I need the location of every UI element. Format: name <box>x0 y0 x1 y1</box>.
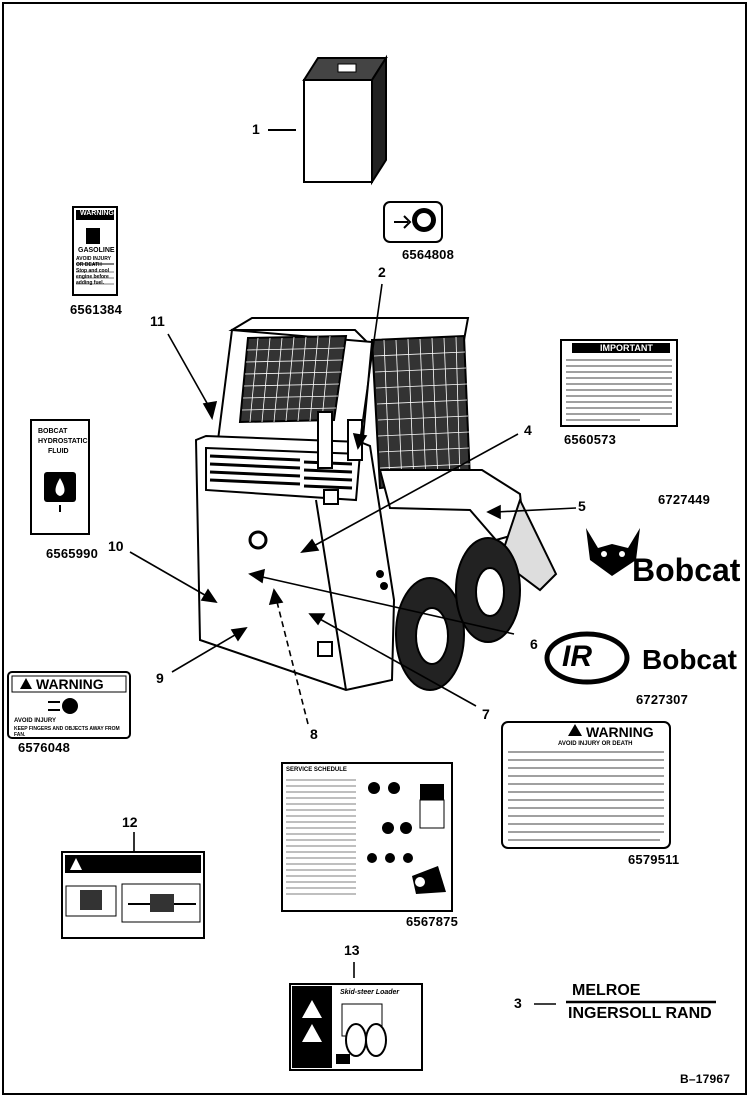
callout-3: 3 <box>514 995 522 1011</box>
important-head: IMPORTANT <box>600 343 653 353</box>
part-number-6727307: 6727307 <box>636 692 689 707</box>
decal-6576048 <box>7 671 131 739</box>
fan-warning-line2: KEEP FINGERS AND OBJECTS AWAY FROM FAN. <box>14 726 120 738</box>
callout-2: 2 <box>378 264 386 280</box>
gasoline-line1: AVOID INJURY OR DEATH <box>76 256 111 268</box>
leader-lines <box>129 283 577 1005</box>
ir-logo-mark: IR <box>562 640 592 673</box>
callout-4: 4 <box>524 422 532 438</box>
bobcat-wordmark-2: Bobcat <box>642 644 737 675</box>
callout-5: 5 <box>578 498 586 514</box>
part-number-6560573: 6560573 <box>564 432 617 447</box>
bobcat-head-logo <box>586 528 640 576</box>
part-number-6561384: 6561384 <box>70 302 123 317</box>
gasoline-title: GASOLINE <box>78 247 115 254</box>
fan-warning-head: WARNING <box>36 676 104 692</box>
part-number-6564808: 6564808 <box>402 247 455 262</box>
hydrostatic-line2: HYDROSTATIC <box>38 438 88 445</box>
fan-warning-line1: AVOID INJURY <box>14 718 57 724</box>
callout-8: 8 <box>310 726 318 742</box>
service-schedule-title: SERVICE SCHEDULE <box>286 767 347 773</box>
callout-7: 7 <box>482 706 490 722</box>
decal-6564808 <box>383 201 443 243</box>
gasoline-line2: Stop and cool engine before adding fuel. <box>76 268 110 286</box>
bobcat-wordmark-1: Bobcat <box>632 552 741 588</box>
part-number-6576048: 6576048 <box>18 740 71 755</box>
figure-id: B–17967 <box>680 1072 731 1086</box>
part-number-6727449: 6727449 <box>658 492 711 507</box>
decal-6560573 <box>560 339 678 427</box>
decal-item-12 <box>61 851 205 939</box>
decal-6579511 <box>501 721 671 849</box>
decal-6565990 <box>30 419 90 535</box>
big-warning-head: WARNING <box>586 724 654 740</box>
melroe-text: MELROE <box>572 982 641 999</box>
decal-6561384 <box>72 206 118 296</box>
callout-9: 9 <box>156 670 164 686</box>
hydrostatic-line1: BOBCAT <box>38 428 68 435</box>
skidsteer-title: Skid-steer Loader <box>340 989 400 996</box>
decal-6567875 <box>281 762 453 912</box>
callout-11: 11 <box>150 313 165 329</box>
ingersoll-rand-text: INGERSOLL RAND <box>568 1005 712 1022</box>
big-warning-sub: AVOID INJURY OR DEATH <box>558 741 633 747</box>
hydrostatic-line3: FLUID <box>48 448 69 455</box>
callout-6: 6 <box>530 636 538 652</box>
part-number-6567875: 6567875 <box>406 914 459 929</box>
callout-13: 13 <box>344 942 360 958</box>
decal-box-item-1 <box>302 54 388 186</box>
part-number-6565990: 6565990 <box>46 546 99 561</box>
decal-item-13 <box>289 983 423 1071</box>
ir-logo <box>544 631 630 685</box>
gasoline-warning-head: WARNING <box>80 210 114 217</box>
callout-1: 1 <box>252 121 260 137</box>
skid-steer-loader <box>194 317 558 692</box>
part-number-6579511: 6579511 <box>628 852 680 867</box>
callout-10: 10 <box>108 538 124 554</box>
callout-12: 12 <box>122 814 138 830</box>
